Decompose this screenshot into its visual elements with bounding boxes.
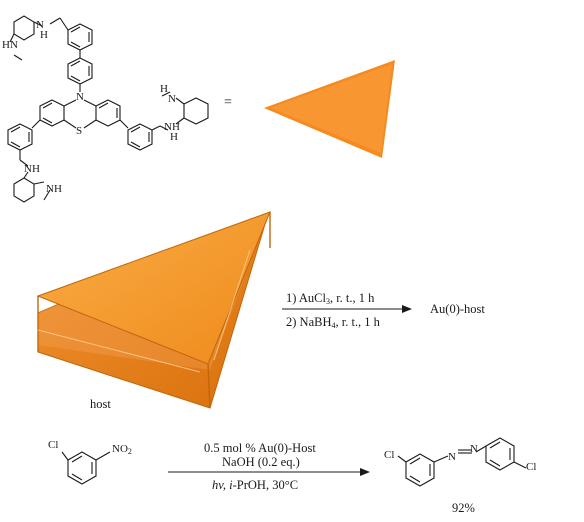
host-triangle-icon (264, 60, 395, 158)
atom-label-n-azo2: N (470, 443, 478, 455)
reaction-arrow-host (282, 305, 412, 313)
atom-label-nh-right: N (168, 93, 176, 105)
nitro-arene-structure (61, 451, 111, 485)
atom-label-s-center: S (76, 125, 83, 137)
atom-label-nh: N (36, 19, 44, 31)
host-label: host (90, 397, 111, 411)
azo-product-structure (397, 437, 527, 487)
atom-label-no2: NO2 (112, 443, 132, 456)
atom-label-h: H (40, 29, 48, 41)
step1-condition: 1) AuCl3, r. t., 1 h (286, 291, 375, 306)
condition-light: hv, i-PrOH, 30°C (212, 478, 299, 492)
atom-label-cl-right: Cl (526, 461, 537, 473)
host-molecule-structure (7, 15, 209, 203)
atom-label-cl-start: Cl (48, 439, 59, 451)
atom-label-nh-bottom: NH (24, 163, 40, 175)
host-prism-icon (36, 211, 271, 409)
atom-label-h-right: H (160, 83, 168, 95)
atom-label-n-center: N (76, 91, 84, 103)
reaction-arrow-azo (168, 468, 370, 476)
au-host-product: Au(0)-host (430, 302, 485, 316)
atom-label-n-azo1: N (448, 451, 456, 463)
atom-label-nh-bottom2: NH (46, 183, 62, 195)
atom-label-hn: HN (2, 39, 18, 51)
condition-base: NaOH (0.2 eq.) (222, 455, 300, 469)
atom-label-cl-left: Cl (384, 449, 395, 461)
yield-label: 92% (452, 501, 475, 515)
equals-sign: = (224, 95, 232, 110)
atom-label-nh-right2: NH (164, 121, 180, 133)
step2-condition: 2) NaBH4, r. t., 1 h (286, 315, 380, 330)
condition-catalyst: 0.5 mol % Au(0)-Host (204, 441, 316, 455)
atom-label-h-right2: H (170, 131, 178, 143)
